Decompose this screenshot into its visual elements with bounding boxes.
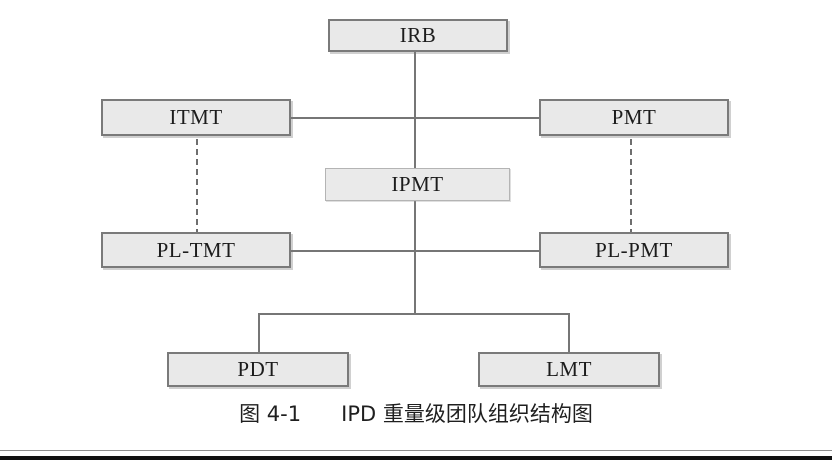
connector-itmt-to-pmt [290,117,540,119]
node-itmt[interactable]: ITMT [101,99,291,136]
connector-irb-to-ipmt [414,50,416,177]
page-rule-thick [0,456,832,460]
node-lmt[interactable]: LMT [478,352,660,387]
connector-pmt-to-plpmt-dashed [630,139,632,235]
node-pmt[interactable]: PMT [539,99,729,136]
node-pl-pmt[interactable]: PL-PMT [539,232,729,268]
node-pdt-label: PDT [237,357,279,381]
branch-bar [258,313,570,315]
node-lmt-label: LMT [546,357,592,381]
node-irb-label: IRB [399,23,437,47]
connector-branch-to-lmt [568,313,570,352]
connector-branch-to-pdt [258,313,260,352]
page-rule-thin [0,450,832,451]
connector-ipmt-to-branch [414,202,416,314]
connector-itmt-to-pltmt-dashed [196,139,198,235]
node-irb[interactable]: IRB [328,19,508,52]
node-ipmt[interactable]: IPMT [325,168,510,201]
node-ipmt-label: IPMT [391,172,444,196]
node-pl-tmt-label: PL-TMT [156,237,236,262]
node-itmt-label: ITMT [169,105,223,129]
node-pmt-label: PMT [611,105,657,129]
node-pl-tmt[interactable]: PL-TMT [101,232,291,268]
figure-caption: 图 4-1 IPD 重量级团队组织结构图 [239,402,593,426]
node-pl-pmt-label: PL-PMT [595,237,673,262]
node-pdt[interactable]: PDT [167,352,349,387]
connector-pltmt-to-plpmt [290,250,540,252]
